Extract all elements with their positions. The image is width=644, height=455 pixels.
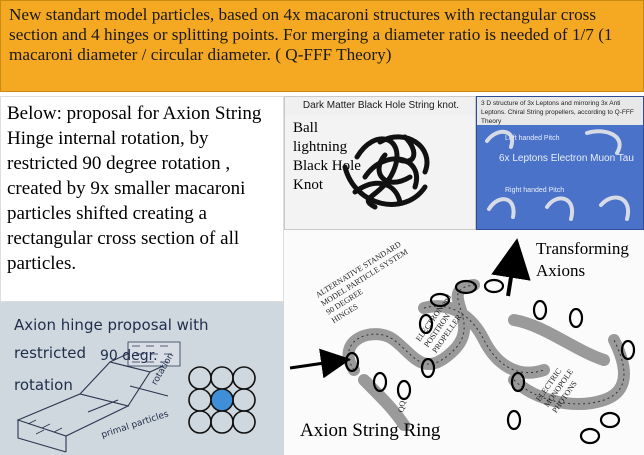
macaroni-circle [232, 410, 256, 434]
axion-ring-panel: ALTERNATIVE STANDARD MODEL PARTICLE SYST… [284, 230, 644, 455]
right-pitch-label: Right handed Pitch [505, 187, 565, 194]
transforming-axions-label: Transforming Axions [536, 239, 629, 280]
macaroni-circle [188, 388, 212, 412]
description-text-box: Below: proposal for Axion String Hinge i… [0, 96, 284, 302]
lepton-propellers [485, 129, 631, 221]
string-knot-image [342, 134, 430, 210]
center-particle-dot [210, 388, 234, 412]
hinge-title-line1: Axion hinge proposal with [14, 316, 209, 334]
dark-matter-title: Dark Matter Black Hole String knot. [285, 97, 475, 115]
macaroni-circle [232, 366, 256, 390]
hinge-title-line2a: restricted [14, 344, 86, 362]
dark-matter-panel: Dark Matter Black Hole String knot. Ball… [284, 96, 476, 230]
hatch-pattern [27, 341, 181, 435]
hinge-sketch [16, 341, 256, 453]
lepton-header-text: 3 D structure of 3x Leptons and mirrorin… [477, 97, 643, 125]
header-banner: New standart model particles, based on 4… [0, 0, 644, 92]
lepton-panel: 3 D structure of 3x Leptons and mirrorin… [476, 96, 644, 230]
banner-text: New standart model particles, based on 4… [9, 5, 613, 64]
macaroni-circle [210, 366, 234, 390]
macaroni-circle [188, 410, 212, 434]
axion-string-ring-label: Axion String Ring [300, 420, 441, 441]
lepton-main-label: 6x Leptons Electron Muon Tau [499, 153, 634, 164]
hinge-sketch-panel: Axion hinge proposal with restricted 90 … [0, 302, 290, 455]
macaroni-circle [232, 388, 256, 412]
macaroni-circle [188, 366, 212, 390]
description-text: Below: proposal for Axion String Hinge i… [7, 103, 262, 274]
hinge-title-line2b: 90 degr. [100, 348, 158, 364]
hinge-title-line3: rotation [14, 376, 73, 394]
left-pitch-label: Left handed Pitch [505, 135, 560, 142]
macaroni-circle [210, 410, 234, 434]
